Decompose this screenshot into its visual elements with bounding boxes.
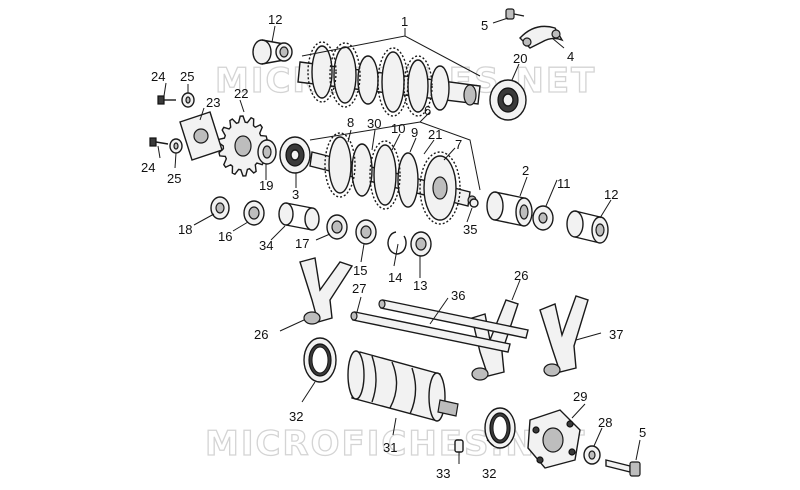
callout-27: 27	[352, 281, 366, 296]
callout-36: 36	[451, 288, 465, 303]
callout-33: 33	[436, 466, 450, 481]
callout-25-top: 25	[180, 69, 194, 84]
part-26-shift-fork-left[interactable]	[299, 257, 354, 325]
part-1-primary-shaft[interactable]	[297, 41, 481, 117]
callout-12-right: 12	[604, 187, 618, 202]
callout-15: 15	[353, 263, 367, 278]
callout-18: 18	[178, 222, 192, 237]
callout-37: 37	[609, 327, 623, 342]
callout-23: 23	[206, 95, 220, 110]
callout-17: 17	[295, 236, 309, 251]
callout-4: 4	[567, 49, 574, 64]
callout-25-bottom: 25	[167, 171, 181, 186]
part-15-washer[interactable]	[355, 219, 377, 245]
watermark-bottom: MICROFICHES.NET	[205, 424, 586, 464]
part-3-bearing[interactable]	[279, 136, 311, 174]
callout-7: 7	[455, 137, 462, 152]
part-33-pin[interactable]	[454, 439, 464, 453]
sprocket-hub	[234, 135, 252, 157]
callout-19: 19	[259, 178, 273, 193]
part-17-washer[interactable]	[326, 214, 348, 240]
callout-26-left: 26	[254, 327, 268, 342]
callout-26-right: 26	[514, 268, 528, 283]
part-35-washer[interactable]	[469, 198, 479, 208]
part-20-bearing[interactable]	[489, 79, 527, 121]
callout-21: 21	[428, 127, 442, 142]
callout-5-bottom: 5	[639, 425, 646, 440]
part-34-bushing[interactable]	[278, 202, 320, 231]
part-16-washer[interactable]	[243, 200, 265, 226]
callout-9: 9	[411, 125, 418, 140]
callout-13: 13	[413, 278, 427, 293]
part-28-washer[interactable]	[583, 445, 601, 465]
callout-32-left: 32	[289, 409, 303, 424]
callout-12-top: 12	[268, 12, 282, 27]
part-25-washer-top[interactable]	[181, 92, 195, 108]
callout-10: 10	[391, 121, 405, 136]
part-32-ring-bottom[interactable]	[484, 407, 516, 449]
callout-24-bottom: 24	[141, 160, 155, 175]
part-12-bushing-right[interactable]	[566, 210, 609, 244]
part-37-shift-fork[interactable]	[539, 295, 589, 377]
part-5-screw-bottom[interactable]	[605, 459, 641, 477]
part-12-bushing-top[interactable]	[252, 39, 293, 65]
part-4-retaining-plate[interactable]	[519, 25, 564, 49]
callout-34: 34	[259, 238, 273, 253]
part-29-drum-cam[interactable]	[527, 409, 581, 469]
callout-8: 8	[347, 115, 354, 130]
part-11-washer[interactable]	[532, 205, 554, 231]
leader-lines	[157, 17, 641, 464]
part-18-washer[interactable]	[210, 196, 230, 220]
part-13-washer[interactable]	[410, 231, 432, 257]
part-6-secondary-shaft[interactable]	[309, 132, 477, 225]
callout-32-bottom: 32	[482, 466, 496, 481]
part-23-sprocket-plate[interactable]	[179, 111, 223, 161]
part-25-washer-bottom[interactable]	[169, 138, 183, 154]
callout-2: 2	[522, 163, 529, 178]
callout-31: 31	[383, 440, 397, 455]
part-2-needle-bearing[interactable]	[486, 191, 533, 227]
part-22-sprocket[interactable]	[217, 115, 269, 177]
part-24-screw-bottom[interactable]	[149, 137, 169, 147]
callout-14: 14	[388, 270, 402, 285]
callout-28: 28	[598, 415, 612, 430]
callout-3: 3	[292, 187, 299, 202]
callout-11: 11	[557, 176, 571, 191]
callout-29: 29	[573, 389, 587, 404]
part-14-circlip[interactable]	[387, 231, 407, 255]
part-36-fork-rod[interactable]	[378, 299, 529, 339]
callout-20: 20	[513, 51, 527, 66]
part-32-ring-left[interactable]	[303, 337, 337, 383]
part-24-screw-top[interactable]	[157, 95, 176, 105]
callout-35: 35	[463, 222, 477, 237]
callout-24-top: 24	[151, 69, 165, 84]
callout-22: 22	[234, 86, 248, 101]
part-27-fork-rod[interactable]	[350, 311, 511, 353]
part-19-seal[interactable]	[257, 139, 277, 165]
callout-30: 30	[367, 116, 381, 131]
callout-16: 16	[218, 229, 232, 244]
callout-labels: 1 12 5 4 20 24 25 23 22 6 8 30 10 9 21 7…	[141, 12, 646, 481]
callout-6: 6	[424, 103, 431, 118]
callout-5-top: 5	[481, 18, 488, 33]
part-5-screw-top[interactable]	[505, 8, 525, 20]
part-31-shift-drum[interactable]	[347, 350, 459, 422]
callout-1: 1	[401, 14, 408, 29]
